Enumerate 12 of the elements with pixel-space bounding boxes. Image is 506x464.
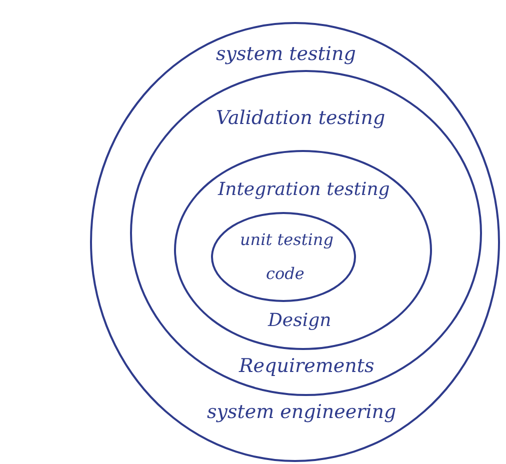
ring-label: unit testing [240, 229, 334, 251]
oval-ring [130, 70, 482, 396]
oval-ring [90, 22, 500, 462]
ring-label: Integration testing [218, 178, 390, 202]
ring-label: Validation testing [216, 106, 386, 130]
ring-label: system engineering [207, 400, 396, 424]
oval-ring [174, 150, 432, 350]
oval-ring [211, 212, 356, 302]
ring-label: system testing [216, 42, 356, 66]
ring-label: Design [268, 309, 332, 333]
ring-label: code [266, 263, 304, 285]
ring-label: Requirements [239, 354, 374, 378]
